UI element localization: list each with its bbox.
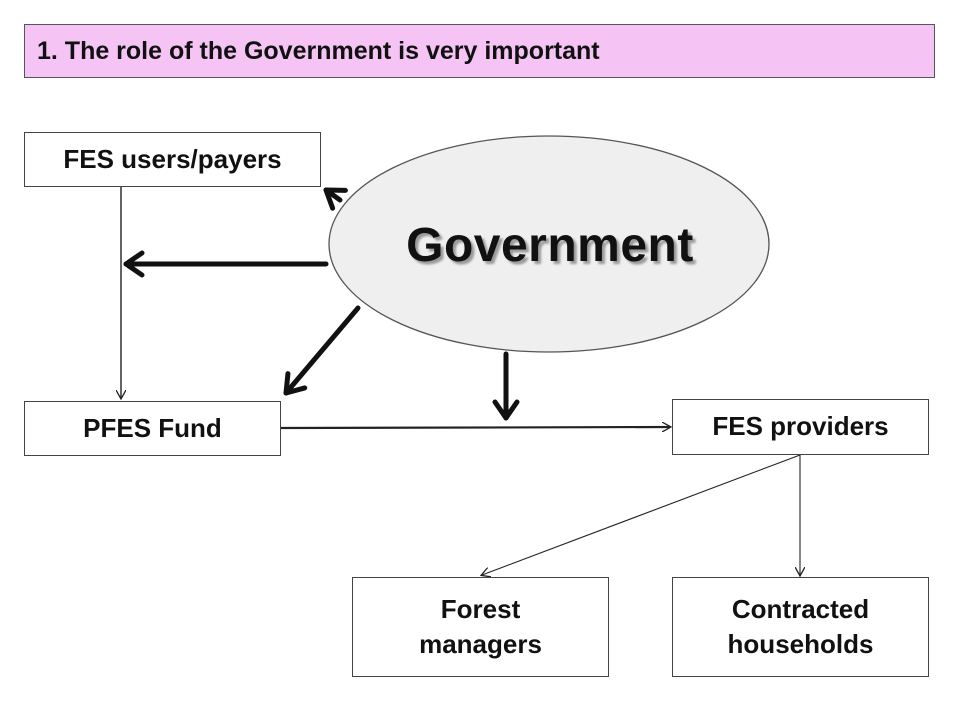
forest-managers-box: Forest managers	[352, 577, 609, 677]
fes-providers-box: FES providers	[672, 399, 929, 455]
slide-title: 1. The role of the Government is very im…	[24, 24, 935, 78]
arrow-providers-to-forest	[482, 454, 801, 575]
contracted-households-label: Contracted households	[727, 593, 874, 659]
fes-users-payers-box: FES users/payers	[24, 132, 321, 187]
arrow-government-to-fund	[283, 305, 361, 396]
fes-providers-label: FES providers	[712, 411, 889, 442]
pfes-fund-label: PFES Fund	[83, 412, 222, 443]
government-ellipse	[328, 135, 770, 353]
arrow-fund-to-providers	[280, 427, 670, 428]
arrow-government-to-users	[323, 187, 348, 211]
forest-managers-label: Forest managers	[419, 593, 542, 659]
contracted-households-box: Contracted households	[672, 577, 929, 677]
government-label: Government	[330, 210, 770, 280]
pfes-fund-box: PFES Fund	[24, 401, 281, 456]
fes-users-payers-label: FES users/payers	[63, 143, 282, 174]
government-text: Government	[406, 218, 694, 272]
slide-title-text: 1. The role of the Government is very im…	[37, 36, 600, 65]
